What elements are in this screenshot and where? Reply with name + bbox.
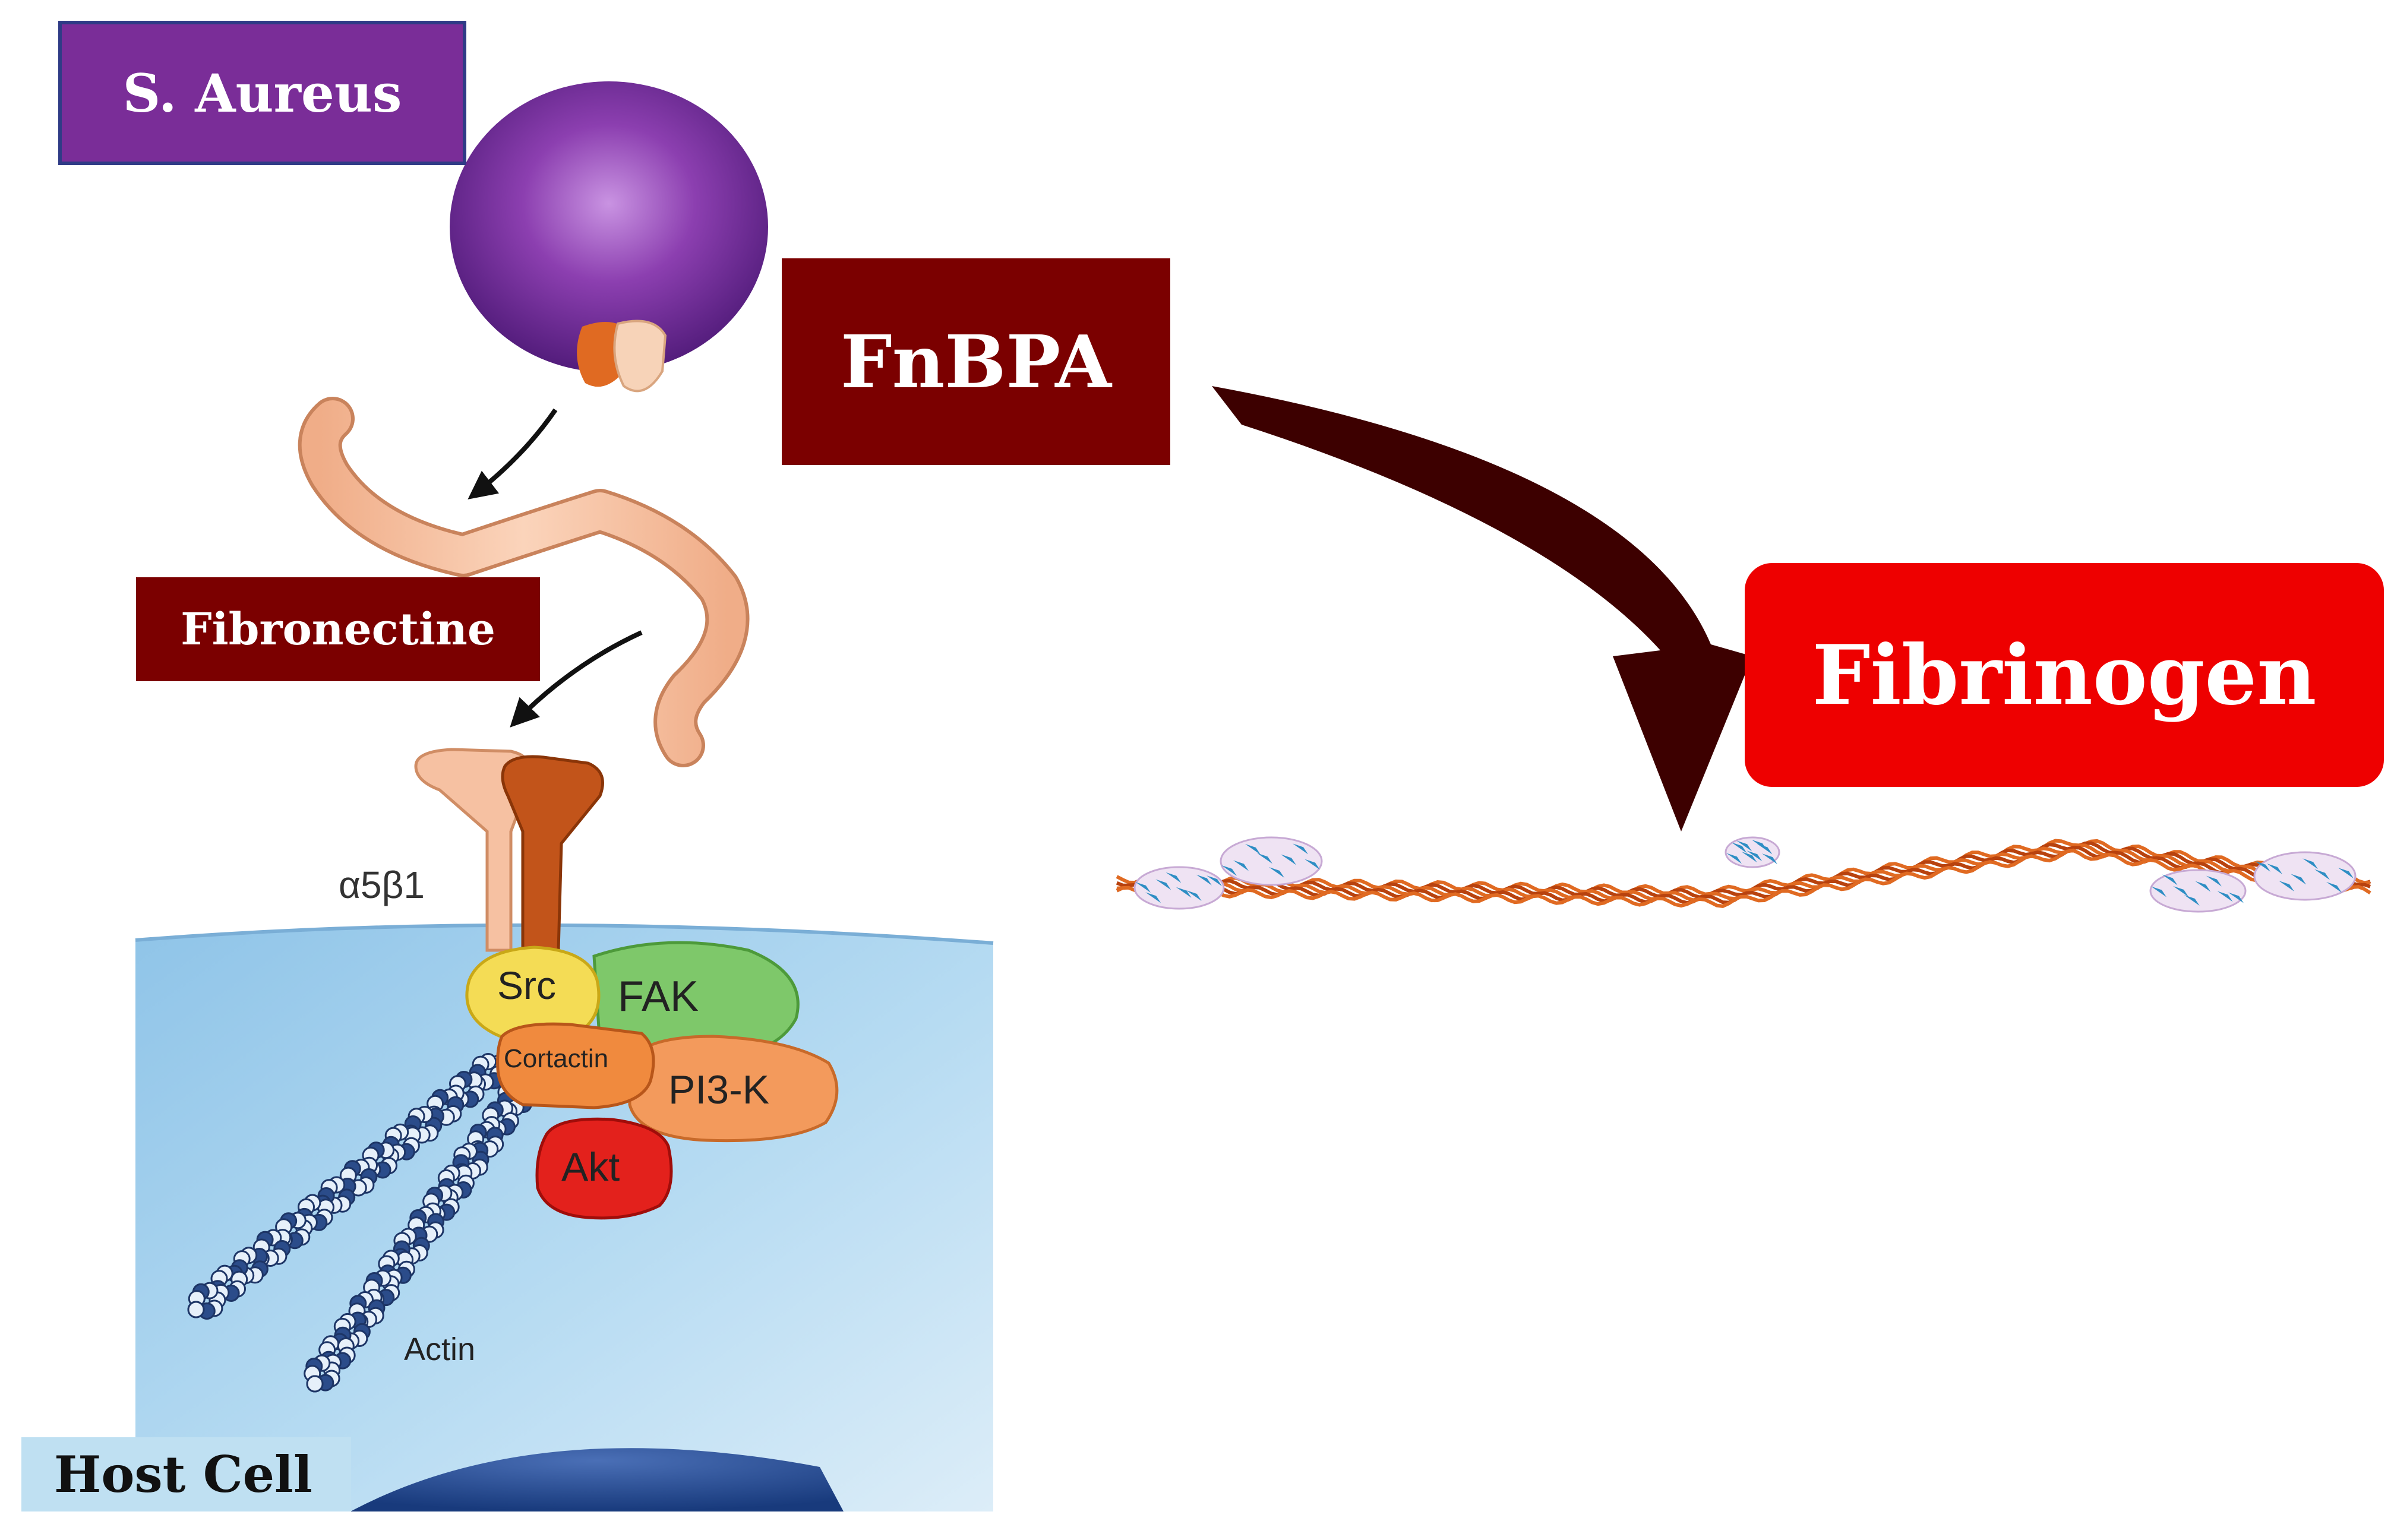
fibrinogen-beta-sheet [1135, 882, 1151, 893]
svg-text:Akt: Akt [561, 1144, 620, 1190]
fibrinogen-beta-sheet [1245, 843, 1261, 855]
fibrinogen-domain [2253, 851, 2357, 901]
fibronectine-label: Fibronectine [136, 577, 540, 681]
fibrinogen-label: Fibrinogen [1745, 563, 2384, 787]
fibrinogen-beta-sheet [1233, 860, 1249, 871]
src-protein: Src [465, 945, 601, 1044]
integrin-label: α5β1 [339, 864, 425, 906]
fibrinogen-chain [1116, 848, 2371, 908]
fibrinogen-beta-sheet [2279, 880, 2294, 891]
bacterium-s-aureus [450, 81, 768, 393]
fibrinogen-beta-sheet [2206, 875, 2222, 887]
fibrinogen-beta-sheet [1731, 842, 1747, 853]
fibrinogen-beta-sheet [1305, 859, 1320, 870]
akt-protein: Akt [535, 1117, 673, 1220]
fibrinogen-domain [1220, 836, 1323, 886]
fibrinogen-beta-sheet [1736, 840, 1752, 852]
fibrinogen-beta-sheet [1155, 879, 1171, 890]
fibrinogen-beta-sheet [1145, 892, 1161, 903]
fibrinogen-beta-sheet [1196, 874, 1212, 886]
signaling-complex: FAK Src PI3-K Cortactin Akt [465, 941, 839, 1220]
fibrinogen-beta-sheet [2267, 863, 2282, 874]
fibrinogen-beta-sheet [2184, 894, 2200, 906]
fibrinogen-beta-sheet [1293, 843, 1308, 855]
fibrinogen-beta-sheet [2217, 891, 2233, 902]
fibrinogen-domain [1133, 866, 1225, 910]
fibrinogen-beta-sheet [1281, 854, 1296, 865]
fibrinogen-beta-sheet [1186, 890, 1202, 901]
fibrinogen-beta-sheet [1746, 850, 1763, 862]
fibrinogen-beta-sheet [1757, 843, 1773, 855]
fibrinogen-beta-sheet [2326, 881, 2342, 893]
fibrinogen-beta-sheet [1166, 872, 1182, 883]
fnbpa-adhesin-right [613, 320, 667, 393]
actin-filaments [187, 1053, 534, 1393]
fnbpa-label: FnBPA [782, 258, 1170, 465]
fibrinogen-molecule [1116, 836, 2371, 913]
curved-arrow-fnbpa-to-fibrinogen [1212, 386, 1752, 831]
cortactin-protein: Cortactin [496, 1022, 655, 1109]
fak-protein: FAK [592, 941, 800, 1060]
host-cell-label: Host Cell [21, 1437, 351, 1511]
fibrinogen-beta-sheet [2173, 886, 2189, 897]
fibrinogen-beta-sheet [1269, 867, 1284, 878]
fibrinogen-beta-sheet [2255, 861, 2270, 872]
fibrinogen-beta-sheet [1726, 853, 1742, 864]
cell-nucleus [350, 1448, 844, 1511]
actin-bead [306, 1375, 324, 1393]
fibrinogen-beta-sheet [1257, 853, 1272, 864]
fibrinogen-beta-sheet [2162, 874, 2178, 886]
fibrinogen-beta-sheet [2338, 868, 2354, 879]
arrow-bacterium-to-fibronectin [468, 408, 558, 499]
fibrinogen-beta-sheet [2228, 892, 2244, 903]
pi3k-protein: PI3-K [628, 1035, 839, 1143]
fibrinogen-beta-sheet [2195, 881, 2211, 892]
fibrinogen-beta-sheet [1762, 853, 1777, 865]
fibrinogen-domain [1725, 836, 1780, 868]
actin-bead [187, 1301, 205, 1318]
fibrinogen-beta-sheet [2291, 874, 2306, 885]
fibrinogen-beta-sheet [2151, 886, 2166, 897]
fibrinogen-beta-sheet [1221, 865, 1237, 876]
svg-text:Cortactin: Cortactin [504, 1044, 608, 1073]
integrin-a5b1: α5β1 [339, 748, 604, 952]
svg-text:FAK: FAK [618, 973, 699, 1020]
s-aureus-label: S. Aureus [58, 21, 466, 165]
actin-label: Actin [404, 1332, 475, 1367]
fibrinogen-beta-sheet [1176, 887, 1192, 898]
svg-text:Src: Src [497, 963, 556, 1007]
fibrinogen-beta-sheet [1741, 852, 1757, 863]
fibrinogen-beta-sheet [2314, 869, 2330, 880]
integrin-beta-subunit [501, 755, 604, 952]
svg-text:PI3-K: PI3-K [668, 1067, 769, 1112]
fibrinogen-beta-sheet [2303, 858, 2318, 869]
fibrinogen-beta-sheet [1207, 875, 1222, 887]
arrow-fibronectin-to-integrin [510, 630, 643, 728]
